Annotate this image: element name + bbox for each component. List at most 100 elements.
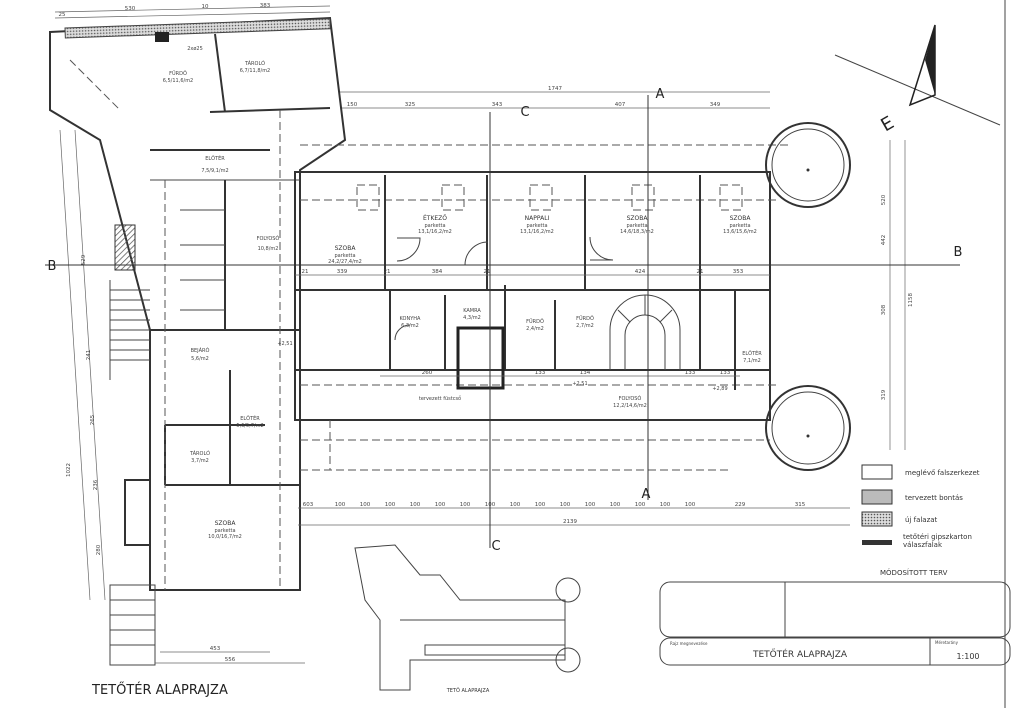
- room-label: ÉTKEZŐ: [423, 214, 447, 222]
- legend: meglévő falszerkezet tervezett bontás új…: [861, 0, 1006, 708]
- svg-text:C: C: [520, 105, 529, 120]
- round-towers: [765, 122, 851, 471]
- drawing-title: TETŐTÉR ALAPRAJZA: [91, 682, 228, 698]
- svg-text:A: A: [656, 87, 665, 102]
- svg-text:5,6/m2: 5,6/m2: [191, 356, 209, 362]
- svg-text:parketta: parketta: [424, 223, 445, 229]
- svg-text:133: 133: [685, 370, 696, 376]
- svg-text:236: 236: [93, 479, 99, 490]
- svg-text:407: 407: [615, 102, 626, 108]
- room-label: NAPPALI: [525, 215, 550, 222]
- svg-text:100: 100: [435, 502, 446, 508]
- room-label: KONYHA: [400, 316, 421, 322]
- main-block: [294, 144, 790, 470]
- svg-text:MÓDOSÍTOTT TERV: MÓDOSÍTOTT TERV: [880, 568, 948, 577]
- svg-text:1747: 1747: [548, 86, 562, 92]
- room-label: FÜRDŐ: [526, 318, 544, 325]
- svg-text:7,5/9,1/m2: 7,5/9,1/m2: [201, 168, 228, 174]
- spiral-stair: [609, 294, 681, 370]
- svg-text:parketta: parketta: [526, 223, 547, 229]
- svg-text:133: 133: [535, 370, 546, 376]
- svg-text:új falazat: új falazat: [905, 516, 938, 524]
- svg-text:530: 530: [125, 6, 136, 12]
- svg-text:308: 308: [881, 304, 887, 315]
- svg-text:Méretarány: Méretarány: [935, 640, 959, 645]
- svg-text:442: 442: [881, 235, 887, 246]
- svg-text:6,5/11,6/m2: 6,5/11,6/m2: [163, 78, 194, 84]
- svg-text:parketta: parketta: [214, 528, 235, 534]
- top-dimensions: 25 530 10 383 1747 150 325 343 407 349: [54, 3, 770, 109]
- svg-text:100: 100: [685, 502, 696, 508]
- svg-text:B: B: [954, 245, 963, 260]
- svg-text:100: 100: [660, 502, 671, 508]
- svg-text:2,7/m2: 2,7/m2: [576, 323, 594, 329]
- svg-text:21: 21: [302, 269, 309, 275]
- room-label: ELŐTÉR: [742, 349, 762, 357]
- left-dimensions: 1022 529 241 265 236 280 453 556: [59, 129, 305, 664]
- furniture-markers: [356, 184, 743, 211]
- svg-text:meglévő falszerkezet: meglévő falszerkezet: [905, 468, 980, 477]
- svg-text:383: 383: [260, 3, 271, 9]
- svg-text:A: A: [642, 487, 651, 502]
- room-label: KAMRA: [463, 308, 481, 314]
- svg-text:parketta: parketta: [626, 223, 647, 229]
- svg-text:10,0/16,7/m2: 10,0/16,7/m2: [208, 534, 242, 540]
- svg-text:133: 133: [720, 370, 731, 376]
- svg-text:21: 21: [484, 269, 491, 275]
- svg-text:100: 100: [585, 502, 596, 508]
- svg-text:25: 25: [59, 12, 66, 18]
- svg-text:12,2/14,6/m2: 12,2/14,6/m2: [613, 403, 647, 409]
- svg-text:TETŐTÉR ALAPRAJZA: TETŐTÉR ALAPRAJZA: [752, 648, 848, 660]
- svg-text:+2,51: +2,51: [572, 381, 587, 387]
- svg-text:6,7/11,8/m2: 6,7/11,8/m2: [240, 68, 271, 74]
- new-chimney: [456, 326, 505, 390]
- svg-text:6,3/m2: 6,3/m2: [401, 323, 419, 329]
- svg-text:14,6/18,3/m2: 14,6/18,3/m2: [620, 229, 654, 235]
- room-label: TÁROLÓ: [189, 450, 210, 457]
- svg-text:7,1/m2: 7,1/m2: [743, 358, 761, 364]
- svg-text:3,7/m2: 3,7/m2: [191, 458, 209, 464]
- svg-text:100: 100: [410, 502, 421, 508]
- doors: [394, 236, 614, 341]
- svg-text:384: 384: [432, 269, 443, 275]
- room-label: SZOBA: [730, 215, 752, 222]
- svg-text:280: 280: [96, 544, 102, 555]
- room-label: TÁROLÓ: [244, 60, 265, 67]
- svg-text:24,2/27,4/m2: 24,2/27,4/m2: [328, 259, 362, 265]
- svg-text:tervezett füstcső: tervezett füstcső: [419, 396, 461, 402]
- room-label: SZOBA: [627, 215, 649, 222]
- north-arrow-icon: E: [834, 24, 1001, 136]
- svg-text:B: B: [48, 259, 57, 274]
- svg-text:100: 100: [635, 502, 646, 508]
- svg-text:100: 100: [535, 502, 546, 508]
- svg-text:603: 603: [303, 502, 314, 508]
- svg-text:E: E: [877, 112, 897, 136]
- roof-plan: TETŐ ALAPRAJZA: [354, 544, 581, 694]
- room-label: FÜRDŐ: [169, 70, 187, 77]
- svg-text:1158: 1158: [908, 293, 914, 307]
- svg-text:100: 100: [460, 502, 471, 508]
- svg-text:2,4/m2: 2,4/m2: [526, 326, 544, 332]
- svg-text:100: 100: [335, 502, 346, 508]
- svg-text:10: 10: [202, 4, 209, 10]
- svg-text:453: 453: [210, 646, 221, 652]
- svg-text:100: 100: [360, 502, 371, 508]
- title-block: Rajz megnevezése TETŐTÉR ALAPRAJZA Méret…: [659, 581, 1011, 666]
- svg-text:556: 556: [225, 657, 236, 663]
- room-label: SZOBA: [335, 245, 357, 252]
- svg-text:21: 21: [697, 269, 704, 275]
- svg-text:2xø25: 2xø25: [187, 46, 203, 52]
- room-label: FOLYOSÓ: [257, 235, 280, 242]
- room-label: ELŐTÉR: [240, 414, 260, 422]
- svg-text:520: 520: [881, 194, 887, 205]
- svg-text:325: 325: [405, 102, 416, 108]
- svg-text:100: 100: [560, 502, 571, 508]
- svg-text:150: 150: [347, 102, 358, 108]
- svg-text:2139: 2139: [563, 519, 577, 525]
- room-label: ELŐTÉR: [205, 154, 225, 162]
- svg-text:1:100: 1:100: [956, 652, 979, 661]
- svg-text:100: 100: [385, 502, 396, 508]
- svg-text:Rajz megnevezése: Rajz megnevezése: [670, 641, 708, 646]
- room-label: SZOBA: [215, 520, 237, 527]
